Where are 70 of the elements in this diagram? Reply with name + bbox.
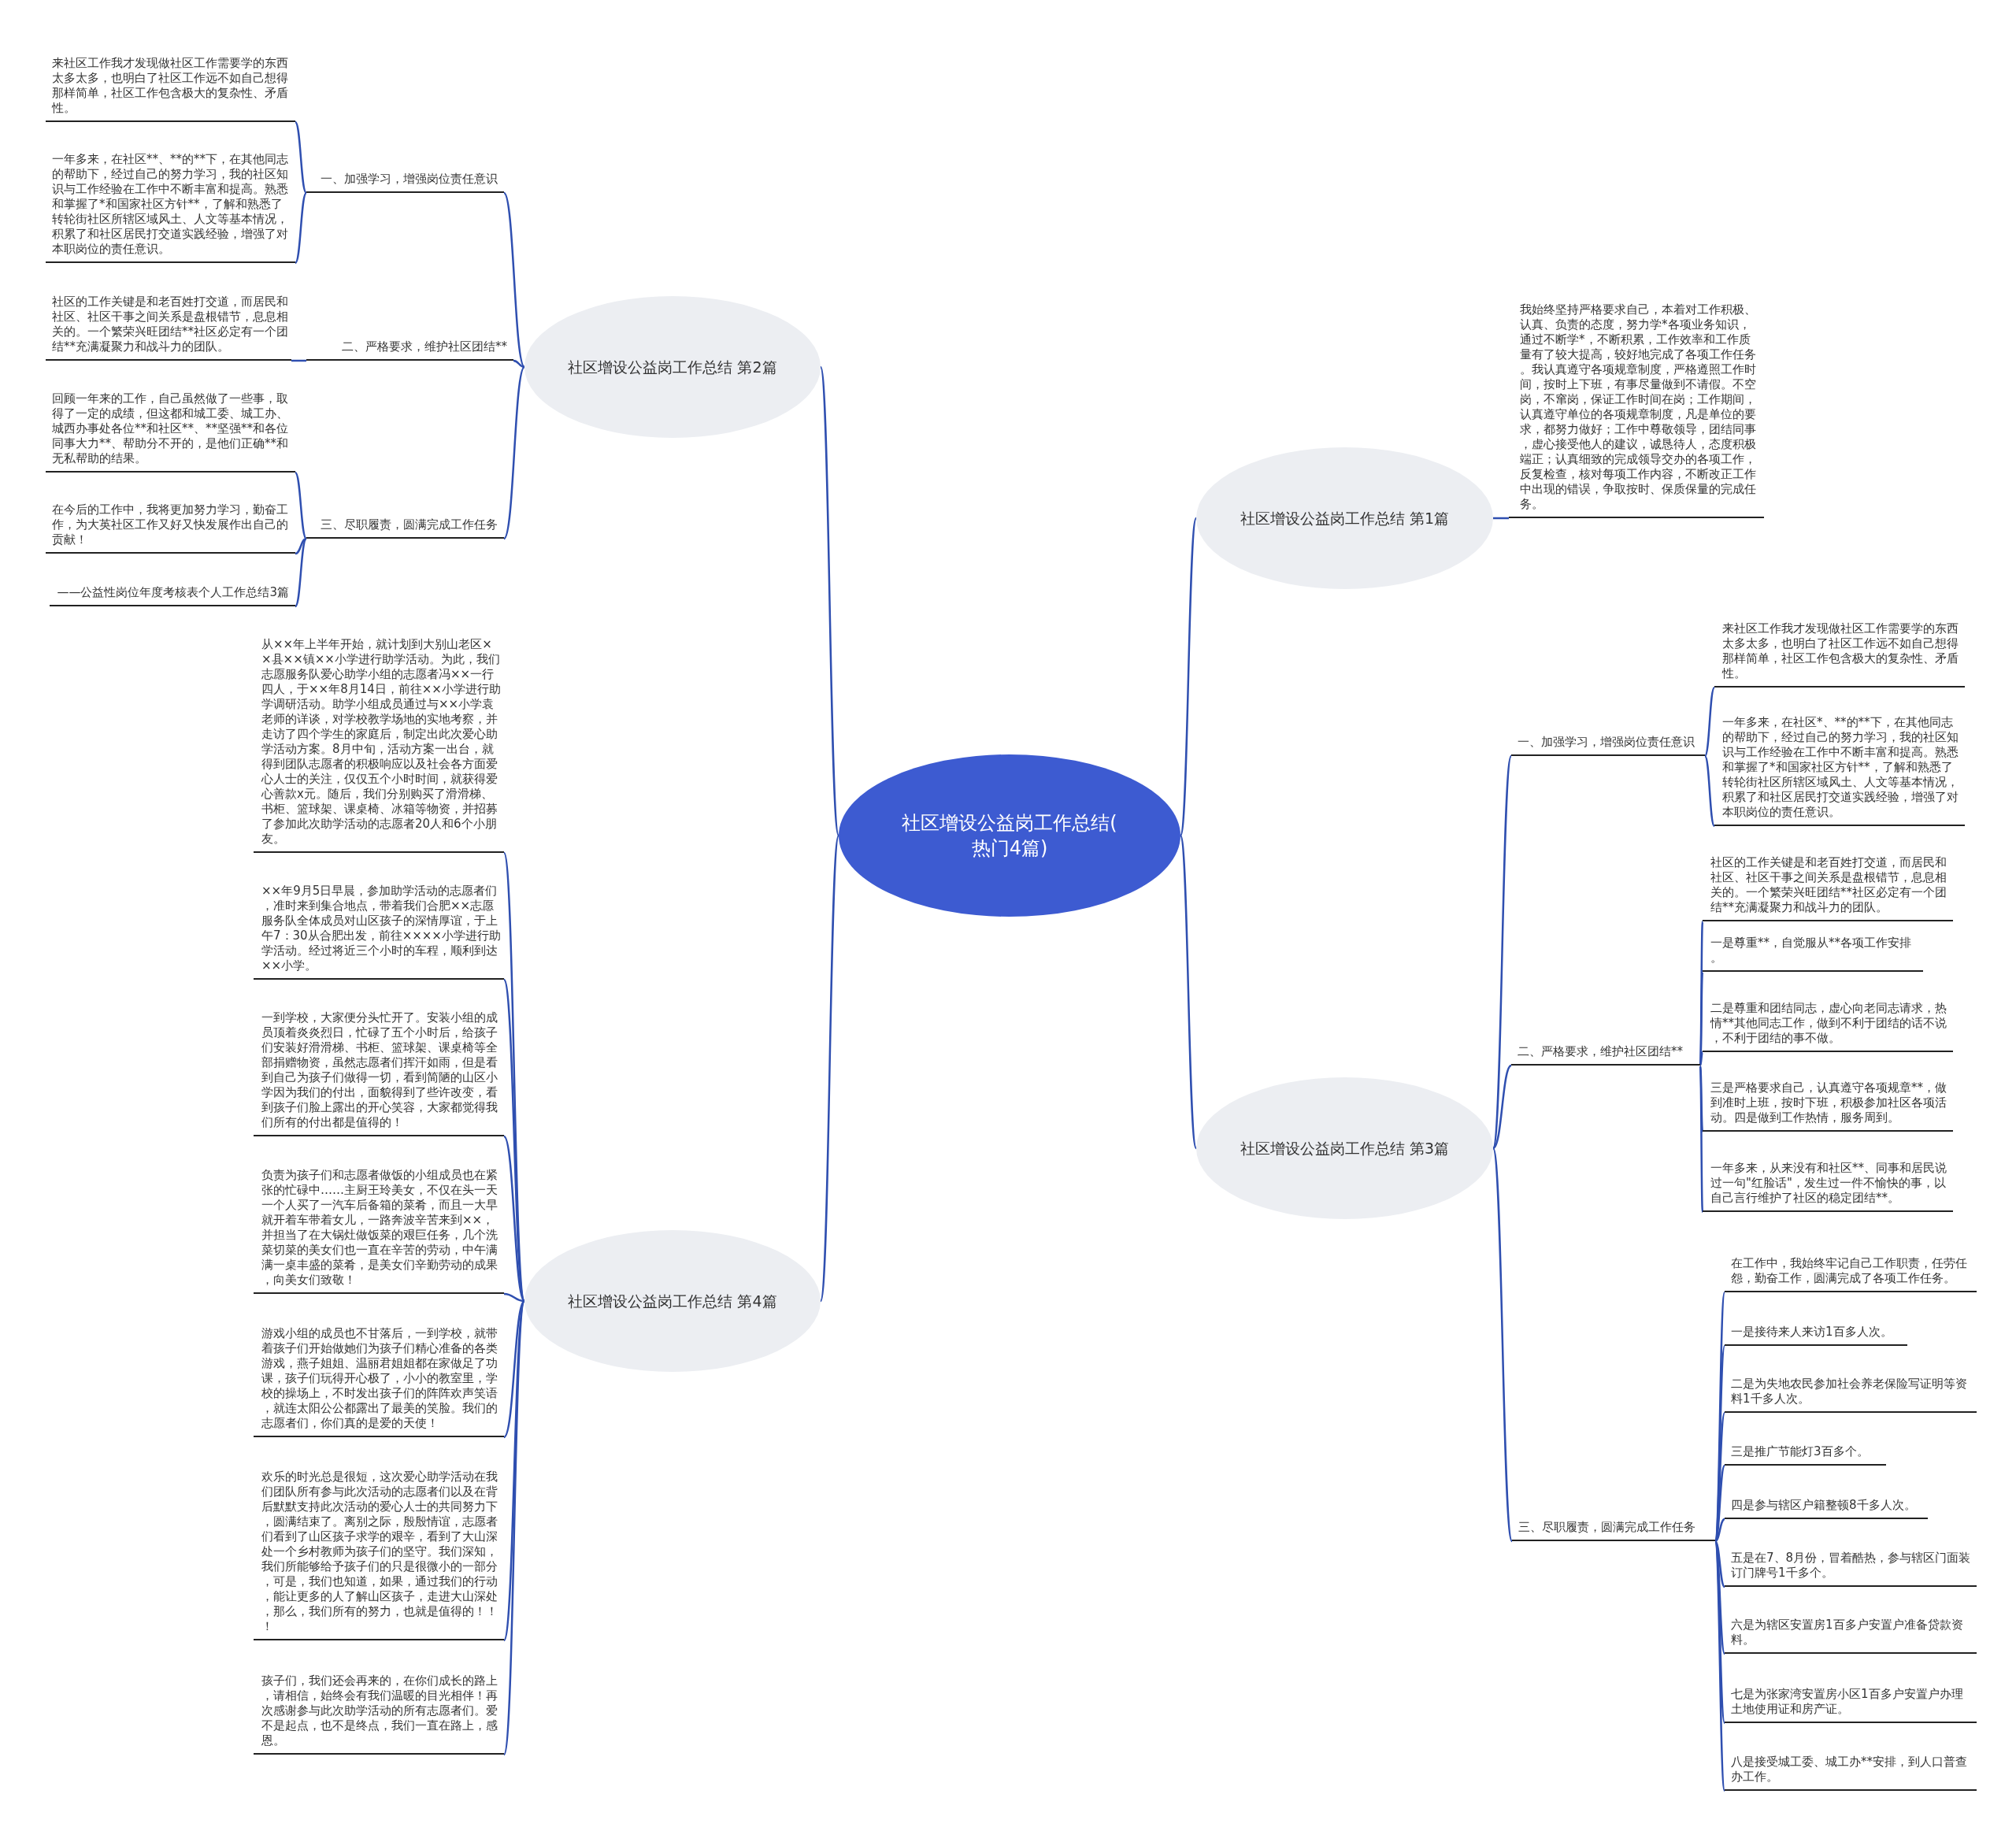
underlined-text: 回顾一年来的工作，自己虽然做了一些事，取得了一定的成绩，但这都和城工委、城工办、城西办事处各位**和社区**、**坚强**和各位同事大力**、帮助分不开的，是他们正确**和无私帮助的结果。 <box>46 391 295 473</box>
underlined-text: 负责为孩子们和志愿者做饭的小组成员也在紧张的忙碌中……主厨王玲美女，不仅在头一天一个人买了一汽车后备箱的菜肴，而且一大早就开着车带着女儿，一路奔波辛苦来到××，并担当了在大锅灶做饭菜的艰巨任务，几个洗菜切菜的美女们也一直在辛苦的劳动，中午满满一桌丰盛的菜肴，是美女们辛勤劳动的成果，向美女们致敬！ <box>254 1168 504 1294</box>
underlined-text: 一是尊重**，自觉服从**各项工作安排。 <box>1703 936 1923 972</box>
underlined-text: ——公益性岗位年度考核表个人工作总结3篇 <box>50 585 295 606</box>
underlined-text: 来社区工作我才发现做社区工作需要学的东西太多太多，也明白了社区工作远不如自己想得那样简单，社区工作包含极大的复杂性、矛盾性。 <box>46 56 295 122</box>
connector-line <box>291 359 306 362</box>
connector-line <box>819 366 840 836</box>
underlined-text: 七是为张家湾安置房小区1百多户安置户办理土地使用证和房产证。 <box>1725 1687 1977 1723</box>
connector-line <box>502 192 526 368</box>
underlined-text: 二是尊重和团结同志，虚心向老同志请求，热情**其他同志工作，做到不利于团结的话不说，不利于团结的事不做。 <box>1703 1001 1953 1052</box>
branch-label: 三、尽职履责，圆满完成工作任务 <box>1512 1520 1715 1541</box>
connector-line <box>295 121 307 194</box>
connector-line <box>295 192 307 264</box>
connector-line <box>503 1292 525 1303</box>
topic-ellipse: 社区增设公益岗工作总结 第3篇 <box>1196 1077 1493 1219</box>
underlined-text: 四是参与辖区户籍整顿8千多人次。 <box>1725 1498 1928 1519</box>
underlined-text: 孩子们，我们还会再来的，在你们成长的路上，请相信，始终会有我们温暖的目光相伴！再次感谢参与此次助学活动的所有志愿者们。爱不是起点，也不是终点，我们一直在路上，感恩。 <box>254 1673 504 1755</box>
underlined-text: 三是推广节能灯3百多个。 <box>1725 1444 1886 1466</box>
connector-line <box>295 537 307 555</box>
topic-ellipse: 社区增设公益岗工作总结 第4篇 <box>524 1230 821 1372</box>
branch-label: 三、尽职履责，圆满完成工作任务 <box>306 517 504 539</box>
underlined-text: 三是严格要求自己，认真遵守各项规章**，做到准时上班，按时下班，积极参加社区各项活动。四是做到工作热情，服务周到。 <box>1703 1080 1953 1132</box>
connector-line <box>1492 1147 1514 1542</box>
connector-line <box>1714 1540 1726 1655</box>
connector-line <box>295 472 307 539</box>
underlined-text: 社区的工作关键是和老百姓打交道，而居民和社区、社区干事之间关系是盘根错节，息息相关的。一个繁荣兴旺团结**社区必定有一个团结**充满凝聚力和战斗力的团队。 <box>46 295 291 361</box>
underlined-text: 来社区工作我才发现做社区工作需要学的东西太多太多，也明白了社区工作远不如自己想得那样简单，社区工作包含极大的复杂性、矛盾性。 <box>1714 621 1965 688</box>
connector-line <box>1714 1412 1726 1542</box>
branch-label: 一、加强学习，增强岗位责任意识 <box>306 172 504 193</box>
underlined-text: 一是接待来人来访1百多人次。 <box>1725 1325 1907 1346</box>
connector-line <box>503 1136 525 1302</box>
connector-line <box>819 835 840 1302</box>
underlined-text: 欢乐的时光总是很短，这次爱心助学活动在我们团队所有参与此次活动的志愿者们以及在背后默默支持此次活动的爱心人士的共同努力下，圆满结束了。离别之际，殷殷情谊，志愿者们看到了山区孩子求学的艰辛，看到了大山深处一个乡村教师为孩子们的坚守。我们深知，我们所能够给予孩子们的只是很微小的一部分，可是，我们也知道，如果，通过我们的行动，能让更多的人了解山区孩子，走进大山深处，那么，我们所有的努力，也就是值得的！！！ <box>254 1470 504 1640</box>
underlined-text: 一年多来，在社区**、**的**下，在其他同志的帮助下，经过自己的努力学习，我的社区知识与工作经验在工作中不断丰富和提高。熟悉和掌握了*和国家社区方针**，了解和熟悉了转轮街社区所辖区域风土、人文等基本情况，积累了和社区居民打交道实践经验，增强了对本职岗位的责任意识。 <box>46 152 295 263</box>
connector-line <box>1699 971 1704 1066</box>
underlined-text: ××年9月5日早晨，参加助学活动的志愿者们，准时来到集合地点，带着我们合肥××志愿服务队全体成员对山区孩子的深情厚谊，于上午7：30从合肥出发，前往××××小学进行助学活动。经过将近三个小时的车程，顺利到达××小学。 <box>254 884 504 980</box>
connector-line <box>1179 835 1198 1149</box>
connector-line <box>295 538 307 607</box>
connector-line <box>1493 517 1509 520</box>
underlined-text: 五是在7、8月份，冒着酷热，参与辖区门面装订门牌号1千多个。 <box>1725 1551 1977 1587</box>
branch-label: 一、加强学习，增强岗位责任意识 <box>1511 735 1705 756</box>
underlined-text: 在工作中，我始终牢记自己工作职责，任劳任怨，勤奋工作，圆满完成了各项工作任务。 <box>1725 1256 1977 1292</box>
connector-line <box>1492 1065 1512 1149</box>
underlined-text: 二是为失地农民参加社会养老保险写证明等资料1千多人次。 <box>1725 1377 1977 1413</box>
underlined-text: 从××年上半年开始，就计划到大别山老区××县××镇××小学进行助学活动。为此，我们志愿服务队爱心助学小组的志愿者冯××一行四人，于××年8月14日，前往××小学进行助学调研活动。助学小组成员通过与××小学袁老师的详谈，对学校教学场地的实地考察，并走访了四个学生的家庭后，制定出此次爱心助学活动方案。8月中旬，活动方案一出台，就得到团队志愿者的积极响应以及社会各方面爱心人士的关注，仅仅五个小时时间，就获得爱心善款x元。随后，我们分别购买了滑滑梯、书柜、篮球架、课桌椅、冰箱等物资，并招募了参加此次助学活动的志愿者20人和6个小朋友。 <box>254 637 504 853</box>
underlined-text: 一到学校，大家便分头忙开了。安装小组的成员顶着炎炎烈日，忙碌了五个小时后，给孩子们安装好滑滑梯、书柜、篮球架、课桌椅等全部捐赠物资，虽然志愿者们挥汗如雨，但是看到自己为孩子们做得一切，看到简陋的山区小学因为我们的付出，面貌得到了些许改变，看到孩子们脸上露出的开心笑容，大家都觉得我们所有的付出都是值得的！ <box>254 1010 504 1136</box>
connector-line <box>1714 1540 1726 1792</box>
branch-label: 二、严格要求，维护社区团结** <box>306 339 513 361</box>
connector-line <box>1699 1051 1704 1066</box>
branch-label: 二、严格要求，维护社区团结** <box>1511 1044 1700 1066</box>
connector-line <box>1703 687 1716 757</box>
underlined-text: 游戏小组的成员也不甘落后，一到学校，就带着孩子们开始做她们为孩子们精心准备的各类游戏，燕子姐姐、温丽君姐姐都在家做足了功课，孩子们玩得开心极了，小小的教室里，学校的操场上，不时发出孩子们的阵阵欢声笑语，就连太阳公公都露出了最美的笑脸。我们的志愿者们，你们真的是爱的天使！ <box>254 1326 504 1437</box>
underlined-text: 社区的工作关键是和老百姓打交道，而居民和社区、社区干事之间关系是盘根错节，息息相关的。一个繁荣兴旺团结**社区必定有一个团结**充满凝聚力和战斗力的团队。 <box>1703 855 1953 921</box>
connector-line <box>1492 755 1513 1149</box>
connector-line <box>1179 517 1198 836</box>
topic-ellipse: 社区增设公益岗工作总结 第1篇 <box>1196 447 1493 589</box>
topic-ellipse: 社区增设公益岗工作总结 第2篇 <box>524 296 821 438</box>
underlined-text: 一年多来，在社区*、**的**下，在其他同志的帮助下，经过自己的努力学习，我的社区知识与工作经验在工作中不断丰富和提高。熟悉和掌握了*和国家社区方针**，了解和熟悉了转轮街社区所辖区域风土、人文等基本情况，积累了和社区居民打交道实践经验，增强了对本职岗位的责任意识。 <box>1714 715 1965 826</box>
connector-line <box>1714 1518 1725 1542</box>
underlined-text: 八是接受城工委、城工办**安排，到人口普查办工作。 <box>1725 1755 1977 1791</box>
connector-line <box>1699 1065 1704 1213</box>
underlined-text: 六是为辖区安置房1百多户安置户准备贷款资料。 <box>1725 1618 1977 1654</box>
underlined-text: 在今后的工作中，我将更加努力学习，勤奋工作，为大英社区工作又好又快发展作出自己的贡献！ <box>46 502 295 554</box>
connector-line <box>1703 755 1716 827</box>
connector-line <box>1714 1540 1725 1588</box>
underlined-text: 一年多来，从来没有和社区**、同事和居民说过一句"红脸话"，发生过一件不愉快的事，以自己言行维护了社区的稳定团结**。 <box>1703 1161 1953 1212</box>
central-topic-ellipse: 社区增设公益岗工作总结(热门4篇) <box>839 754 1180 917</box>
underlined-text: 我始终坚持严格要求自己，本着对工作积极、认真、负责的态度，努力学*各项业务知识，通过不断学*，不断积累，工作效率和工作质量有了较大提高，较好地完成了各项工作任务。我认真遵守各项规章制度，严格遵照工作时间，按时上下班，有事尽量做到不请假。不空岗，不窜岗，保证工作时间在岗；工作期间，认真遵守单位的各项规章制度，凡是单位的要求，都努力做好；工作中尊敬领导，团结同事，虚心接受他人的建议，诚恳待人，态度积极端正；认真细致的完成领导交办的各项工作，反复检查，核对每项工作内容，不断改正工作中出现的错误，争取按时、保质保量的完成任务。 <box>1509 302 1764 518</box>
connector-line <box>503 1300 525 1438</box>
connector-line <box>502 366 526 539</box>
